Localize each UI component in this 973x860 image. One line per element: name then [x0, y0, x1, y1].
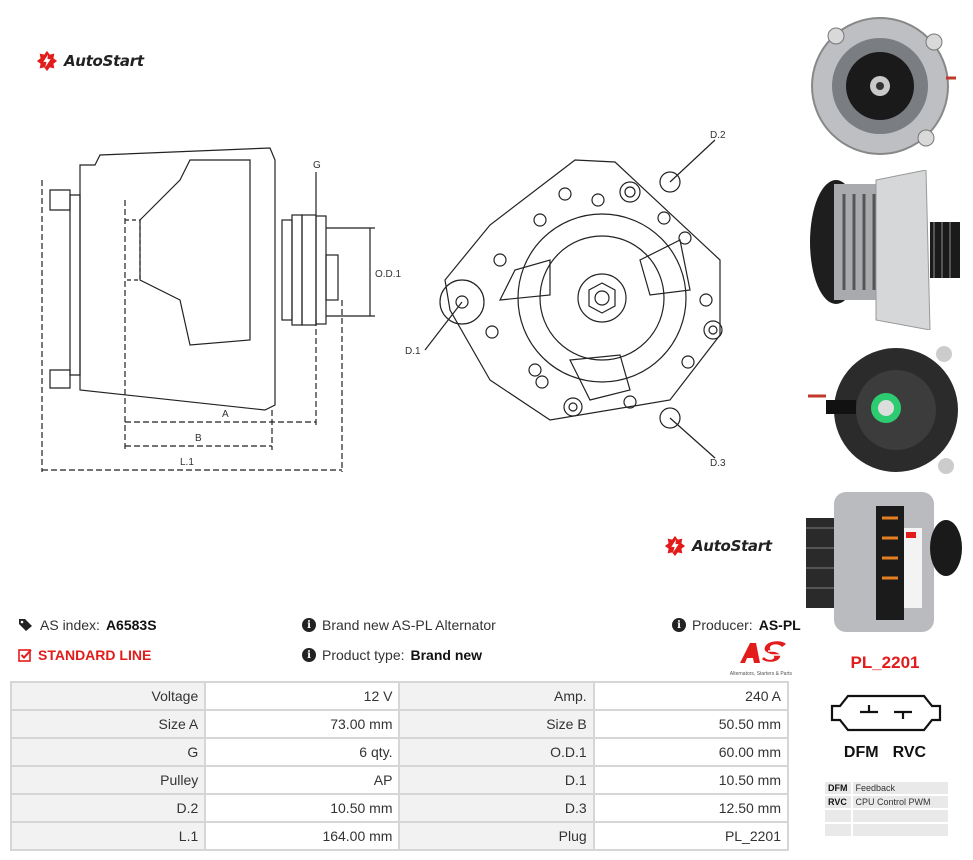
spec-value: 73.00 mm — [204, 709, 401, 739]
label-g: G — [313, 160, 321, 171]
spec-label: Size B — [398, 709, 595, 739]
info-circle-icon: i — [302, 618, 316, 632]
spec-label: L.1 — [9, 821, 207, 851]
spec-label: Size A — [9, 709, 207, 739]
autostart-logo-icon — [664, 535, 686, 557]
info-circle-icon: i — [672, 618, 686, 632]
product-photo-label-side — [806, 492, 962, 632]
standard-line-row: STANDARD LINE — [18, 647, 151, 663]
spec-label: Voltage — [9, 681, 207, 711]
standard-line-label: STANDARD LINE — [38, 647, 152, 663]
spec-value: 12 V — [204, 681, 401, 711]
label-l1: L.1 — [180, 457, 194, 468]
brand-name-bottom: AutoStart — [692, 537, 772, 555]
table-row — [825, 810, 948, 822]
side-view-housing — [79, 147, 276, 411]
as-index-row: AS index: A6583S — [18, 617, 157, 633]
plug-pin-dfm: DFM — [843, 744, 879, 761]
pulley-rear-flange — [291, 214, 303, 326]
table-row: RVC CPU Control PWM — [825, 796, 948, 808]
spec-value: PL_2201 — [592, 821, 790, 851]
info-circle-icon: i — [302, 648, 316, 662]
spec-label: D.1 — [398, 765, 595, 795]
spec-label: D.3 — [398, 793, 595, 823]
legend-key — [825, 810, 851, 822]
label-b: B — [195, 433, 202, 444]
spec-label: Pulley — [9, 765, 207, 795]
table-row: Voltage 12 V Amp. 240 A — [9, 681, 790, 711]
pulley-nut-front — [588, 282, 616, 314]
front-view-rotor — [539, 235, 665, 361]
check-square-icon — [18, 649, 32, 662]
spec-value: 60.00 mm — [592, 737, 790, 767]
product-type-row: i Product type: Brand new — [302, 647, 482, 663]
spec-label: O.D.1 — [398, 737, 595, 767]
plug-pin-labels: DFM RVC — [820, 744, 950, 762]
spec-label: G — [9, 737, 207, 767]
spec-value: 6 qty. — [204, 737, 401, 767]
legend-key: RVC — [825, 796, 851, 808]
product-photo-front — [811, 17, 956, 155]
legend-value: CPU Control PWM — [852, 796, 948, 808]
table-row: DFM Feedback — [825, 782, 948, 794]
producer-row: i Producer: AS-PL — [672, 617, 801, 633]
plug-connector-icon — [830, 694, 942, 732]
tags-icon — [19, 619, 32, 631]
product-photo-side — [810, 170, 960, 330]
autostart-logo: AutoStart — [36, 50, 144, 72]
legend-key — [825, 824, 851, 836]
spec-value: 10.50 mm — [592, 765, 790, 795]
spec-label: Amp. — [398, 681, 595, 711]
label-od1: O.D.1 — [375, 269, 402, 280]
front-view-housing — [444, 159, 721, 421]
product-photo-rear — [808, 346, 958, 474]
autostart-logo-bottom: AutoStart — [664, 535, 772, 557]
as-index-label: AS index: — [40, 617, 100, 633]
spec-value: 164.00 mm — [204, 821, 401, 851]
as-pl-logo: Alternators, Starters & Parts — [716, 641, 792, 677]
spec-value: 50.50 mm — [592, 709, 790, 739]
spec-label: Plug — [398, 821, 595, 851]
technical-drawing: G O.D.1 A B L.1 D.1 D.2 D.3 — [41, 130, 726, 472]
legend-value — [852, 810, 948, 822]
table-row: Pulley AP D.1 10.50 mm — [9, 765, 790, 795]
autostart-logo-icon — [36, 50, 58, 72]
legend-value: Feedback — [852, 782, 948, 794]
product-type-label: Product type: — [322, 647, 405, 663]
product-type-value: Brand new — [410, 647, 483, 663]
producer-value: AS-PL — [758, 617, 801, 633]
brand-name: AutoStart — [64, 52, 144, 70]
specs-table: Voltage 12 V Amp. 240 A Size A 73.00 mm … — [9, 681, 790, 851]
plug-pin-rvc: RVC — [892, 744, 927, 761]
label-d2: D.2 — [710, 130, 726, 141]
plug-code: PL_2201 — [850, 653, 920, 672]
product-description: Brand new AS-PL Alternator — [322, 617, 496, 633]
legend-value — [852, 824, 948, 836]
legend-key: DFM — [825, 782, 851, 794]
spec-value: AP — [204, 765, 401, 795]
as-index-value: A6583S — [105, 617, 157, 633]
label-d1: D.1 — [405, 346, 421, 357]
plug-legend-table: DFM Feedback RVC CPU Control PWM — [823, 780, 950, 838]
table-row: L.1 164.00 mm Plug PL_2201 — [9, 821, 790, 851]
spec-value: 240 A — [592, 681, 790, 711]
spec-label: D.2 — [9, 793, 207, 823]
as-pl-tagline: Alternators, Starters & Parts — [729, 671, 792, 677]
table-row: G 6 qty. O.D.1 60.00 mm — [9, 737, 790, 767]
as-pl-logo-icon — [740, 641, 792, 663]
table-row — [825, 824, 948, 836]
table-row: Size A 73.00 mm Size B 50.50 mm — [9, 709, 790, 739]
table-row: D.2 10.50 mm D.3 12.50 mm — [9, 793, 790, 823]
description-row: i Brand new AS-PL Alternator — [302, 617, 496, 633]
label-a: A — [222, 409, 229, 420]
producer-label: Producer: — [692, 617, 753, 633]
pulley-nut — [325, 254, 339, 301]
spec-value: 12.50 mm — [592, 793, 790, 823]
label-d3: D.3 — [710, 458, 726, 469]
spec-value: 10.50 mm — [204, 793, 401, 823]
